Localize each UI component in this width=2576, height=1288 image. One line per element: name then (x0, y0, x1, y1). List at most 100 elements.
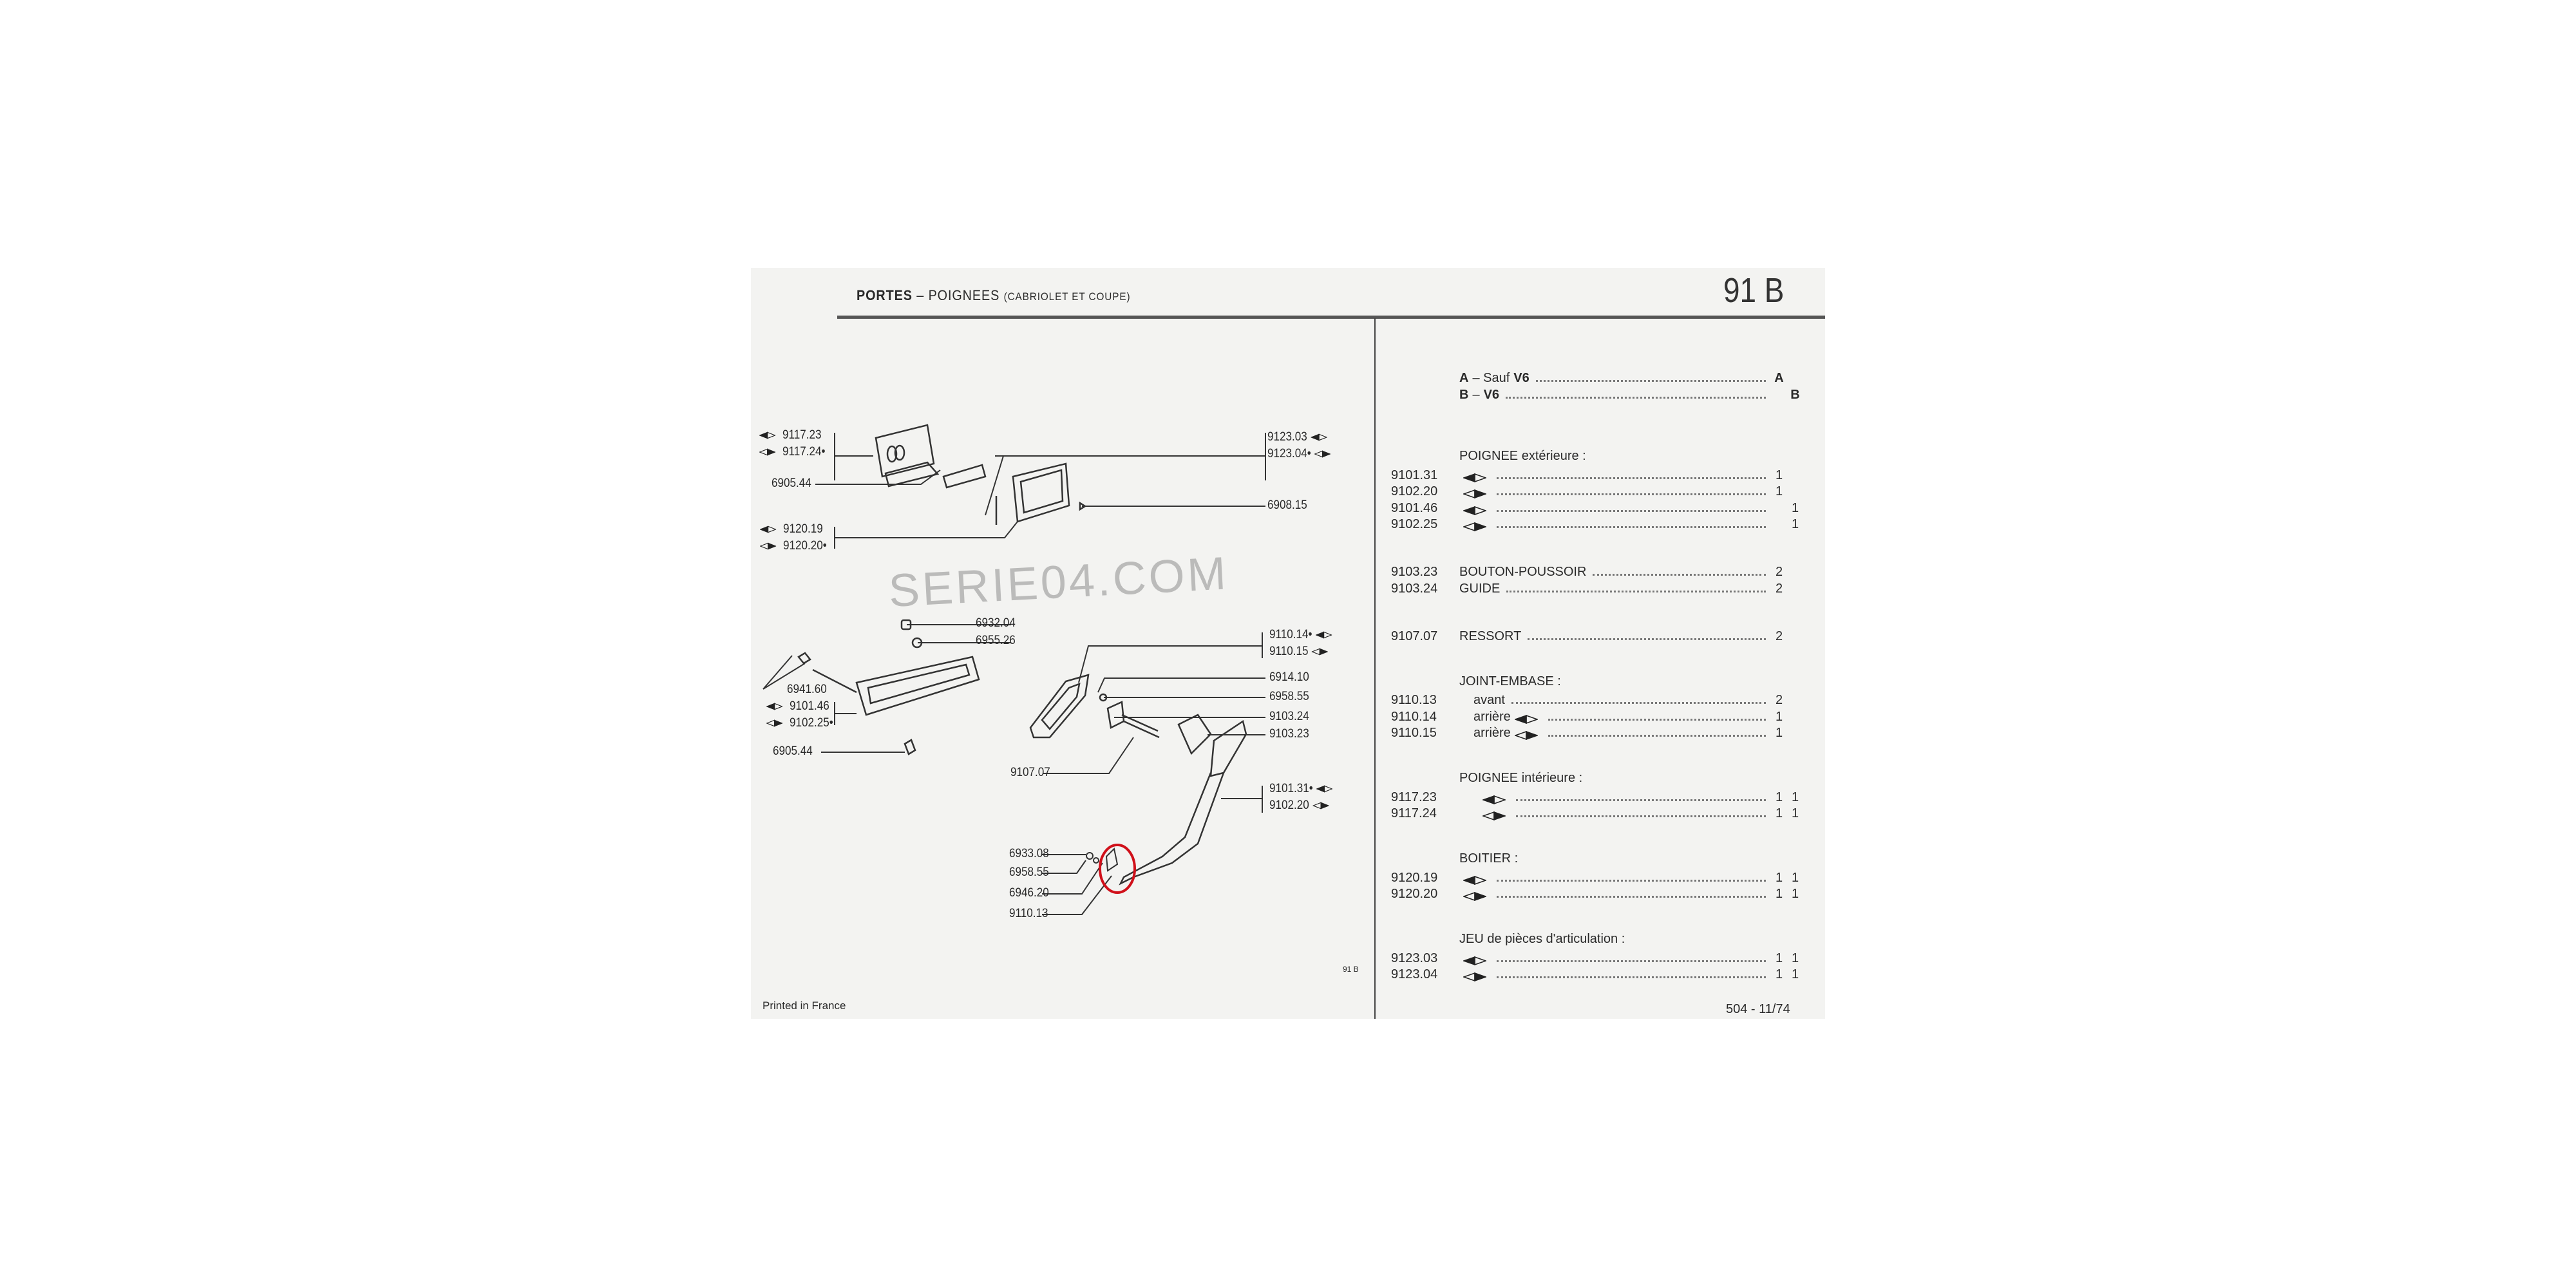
dot-leader (1548, 719, 1766, 721)
callout-number: 9123.04• (1267, 447, 1311, 460)
callout-number: 6946.20 (1009, 886, 1049, 900)
part-number: 9101.31 (1391, 468, 1438, 482)
quantity-a: 1 (1775, 967, 1783, 981)
diagram-callout: 6941.60 (787, 683, 827, 696)
quantity-b: 1 (1791, 501, 1799, 515)
quantity-a: 1 (1775, 790, 1783, 804)
diagram-callout: 6905.44 (772, 477, 811, 490)
legend-key: A (1459, 371, 1469, 385)
inner-handle-drawing (875, 424, 1087, 525)
part-number: 9117.23 (1391, 790, 1437, 804)
right-hand-icon (759, 448, 776, 456)
dot-leader (1497, 493, 1766, 495)
left-hand-icon (1315, 631, 1332, 639)
dot-leader (1593, 574, 1766, 576)
dot-leader (1497, 526, 1766, 528)
title-section: PORTES (857, 287, 913, 303)
quantity-b: 1 (1791, 517, 1799, 531)
legend-row: B–V6 B (1459, 385, 1803, 402)
callout-number: 6958.55 (1009, 866, 1049, 879)
dot-leader (1497, 880, 1766, 882)
quantity-b: 1 (1791, 871, 1799, 885)
quantity-b: 1 (1791, 951, 1799, 965)
callout-number: 9120.20• (783, 539, 827, 553)
diagram-callout: 6933.08 (1009, 848, 1049, 860)
diagram-callout: 6958.55 (1009, 866, 1049, 879)
part-row: 9102.25 1 (1391, 515, 1803, 531)
part-description: GUIDE (1459, 582, 1501, 596)
dot-leader (1497, 896, 1766, 898)
quantity-a: 2 (1775, 629, 1783, 643)
diagram-callout: 6908.15 (1267, 499, 1307, 512)
right-hand-icon (1463, 892, 1486, 901)
part-number: 9103.23 (1391, 565, 1438, 579)
diagram-callout: 9120.19 (760, 523, 823, 536)
diagram-callout: 9103.23 (1269, 728, 1309, 741)
legend-desc: – Sauf (1472, 371, 1510, 385)
diagram-callout: 9101.31• (1269, 782, 1336, 795)
part-number: 9102.25 (1391, 517, 1438, 531)
left-hand-icon (1463, 506, 1486, 515)
dot-leader (1497, 960, 1766, 962)
callout-number: 9110.14• (1269, 628, 1312, 641)
left-hand-icon (766, 703, 783, 710)
left-hand-icon (760, 526, 777, 533)
diagram-callout: 9101.46 (766, 700, 829, 713)
diagram-callout: 6955.26 (976, 634, 1016, 647)
dot-leader (1506, 397, 1766, 399)
legend-col-b: B (1790, 388, 1800, 402)
gasket-parts-drawing (1086, 847, 1119, 872)
legend-col-a: A (1774, 371, 1784, 385)
quantity-a: 1 (1775, 726, 1783, 740)
diagram-callout: 9102.25• (766, 717, 833, 730)
quantity-a: 1 (1775, 484, 1783, 498)
section-heading: POIGNEE intérieure : (1459, 771, 1583, 785)
left-hand-icon (1311, 433, 1327, 441)
legend-desc: – (1472, 388, 1480, 402)
legend-text: B–V6 (1459, 388, 1499, 402)
quantity-a: 1 (1775, 468, 1783, 482)
dot-leader (1535, 380, 1766, 382)
callout-number: 9103.23 (1269, 727, 1309, 741)
callout-number: 6933.08 (1009, 847, 1049, 860)
callout-number: 6958.55 (1269, 690, 1309, 703)
part-number: 9117.24 (1391, 806, 1437, 820)
left-hand-icon (759, 431, 776, 439)
right-hand-icon (1482, 811, 1506, 820)
part-number: 9123.03 (1391, 951, 1438, 965)
callout-number: 6955.26 (976, 634, 1016, 647)
edition-code: 504 - 11/74 (1726, 1002, 1790, 1016)
diagram-callout: 9103.24 (1269, 710, 1309, 723)
part-description: arrière (1473, 726, 1511, 740)
callout-number: 9107.07 (1010, 766, 1050, 779)
left-hand-icon (1463, 956, 1486, 965)
quantity-a: 2 (1775, 565, 1783, 579)
right-hand-icon (766, 719, 783, 727)
legend-model: V6 (1513, 371, 1530, 385)
part-description: arrière (1473, 710, 1511, 724)
diagram-callout: 9123.04• (1267, 448, 1334, 460)
right-hand-icon (1463, 522, 1486, 531)
column-divider (1374, 318, 1376, 1019)
page-title: PORTES – POIGNEES (CABRIOLET ET COUPE) (857, 287, 1130, 304)
diagram-callout: 9123.03 (1267, 431, 1331, 444)
outer-handle-drawing (797, 619, 980, 755)
left-hand-icon (1316, 785, 1333, 793)
callout-number: 6941.60 (787, 683, 827, 696)
quantity-a: 1 (1775, 710, 1783, 724)
diagram-callout: 9117.23 (759, 429, 822, 442)
left-hand-icon (1482, 795, 1506, 804)
highlight-circle (1099, 844, 1136, 894)
callout-number: 9123.03 (1267, 430, 1307, 444)
quantity-a: 1 (1775, 951, 1783, 965)
